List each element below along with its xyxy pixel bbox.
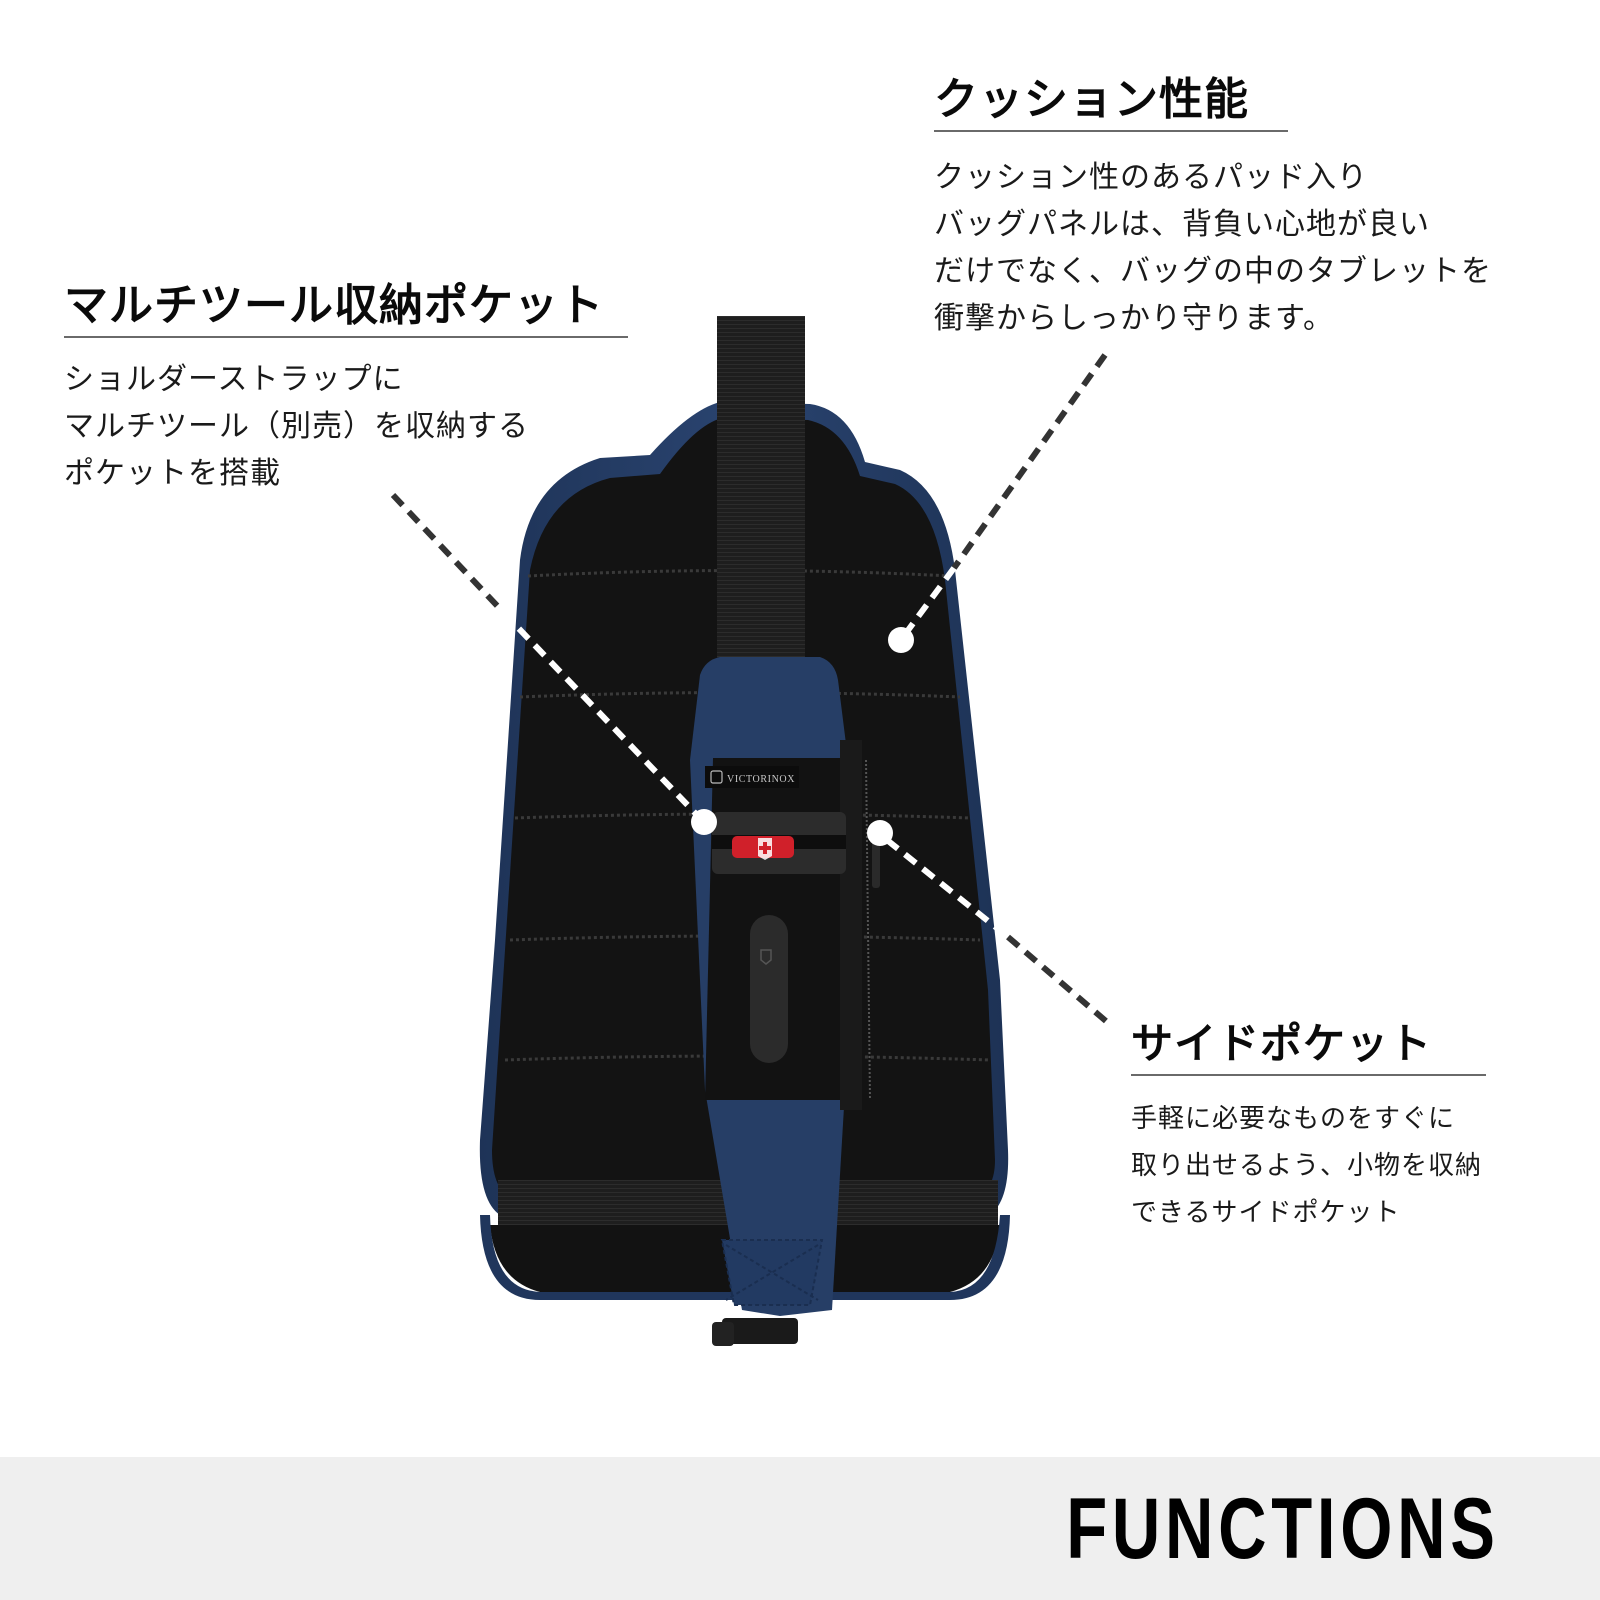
feature-description: 手軽に必要なものをすぐに 取り出せるよう、小物を収納 できるサイドポケット — [1131, 1104, 1483, 1228]
feature-description: クッション性のあるパッド入り バッグパネルは、背負い心地が良い だけでなく、バッ… — [934, 160, 1492, 336]
feature-side-pocket: サイドポケット 手軽に必要なものをすぐに 取り出せるよう、小物を収納 できるサイ… — [1131, 1018, 1486, 1237]
footer-band: FUNCTIONS — [0, 1457, 1600, 1600]
feature-description: ショルダーストラップに マルチツール（別売）を収納する ポケットを搭載 — [64, 362, 529, 491]
feature-title: サイドポケット — [1131, 1018, 1486, 1076]
feature-title: マルチツール収納ポケット — [64, 280, 628, 338]
brand-label: VICTORINOX — [705, 766, 799, 788]
feature-title: クッション性能 — [934, 74, 1288, 132]
leader-line-side-pocket — [867, 820, 1109, 1025]
leader-line-cushion — [888, 353, 1108, 653]
shoulder-strap-pad — [690, 657, 880, 1346]
leader-line-multitool — [390, 492, 717, 835]
footer-title: FUNCTIONS — [1066, 1481, 1500, 1577]
feature-cushion: クッション性能 クッション性のあるパッド入り バッグパネルは、背負い心地が良い … — [934, 74, 1492, 342]
svg-text:VICTORINOX: VICTORINOX — [727, 774, 795, 785]
shoulder-strap-webbing — [717, 316, 805, 716]
product-image-sling-bag: VICTORINOX — [390, 316, 1109, 1346]
feature-multitool-pocket: マルチツール収納ポケット ショルダーストラップに マルチツール（別売）を収納する… — [64, 280, 628, 497]
